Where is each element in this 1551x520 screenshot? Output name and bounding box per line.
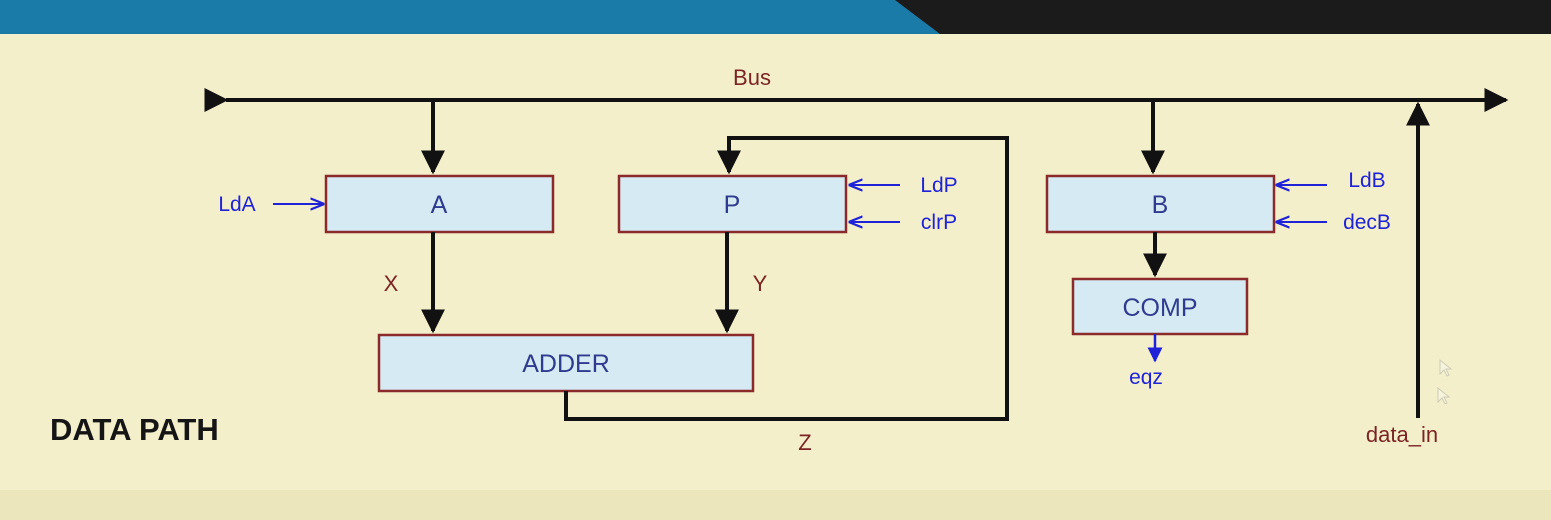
comparator-label: COMP xyxy=(1123,294,1198,322)
bottom-band xyxy=(0,490,1551,520)
comparator-block: COMP xyxy=(1071,277,1249,336)
ldp-label: LdP xyxy=(920,174,957,197)
register-a: A xyxy=(324,174,555,234)
register-b: B xyxy=(1045,174,1276,234)
cursor-glyph-icon xyxy=(1437,358,1453,405)
page-title: DATA PATH xyxy=(50,412,219,447)
signal-x-label: X xyxy=(384,271,399,296)
register-p-label: P xyxy=(724,191,741,219)
signal-y-label: Y xyxy=(753,271,768,296)
signal-z-label: Z xyxy=(798,430,811,455)
decb-label: decB xyxy=(1343,211,1391,234)
register-b-label: B xyxy=(1152,191,1169,219)
register-a-label: A xyxy=(431,191,448,219)
clrp-label: clrP xyxy=(921,211,957,234)
register-p: P xyxy=(617,174,848,234)
eqz-label: eqz xyxy=(1129,366,1163,389)
bus-label: Bus xyxy=(733,65,771,90)
adder-label: ADDER xyxy=(522,350,610,378)
header-dark-band xyxy=(895,0,1551,34)
adder-to-p-feedback-wire xyxy=(564,136,1009,421)
data-in-label: data_in xyxy=(1366,422,1438,447)
ldb-label: LdB xyxy=(1348,169,1385,192)
adder-block: ADDER xyxy=(377,333,755,393)
lda-label: LdA xyxy=(218,193,255,216)
